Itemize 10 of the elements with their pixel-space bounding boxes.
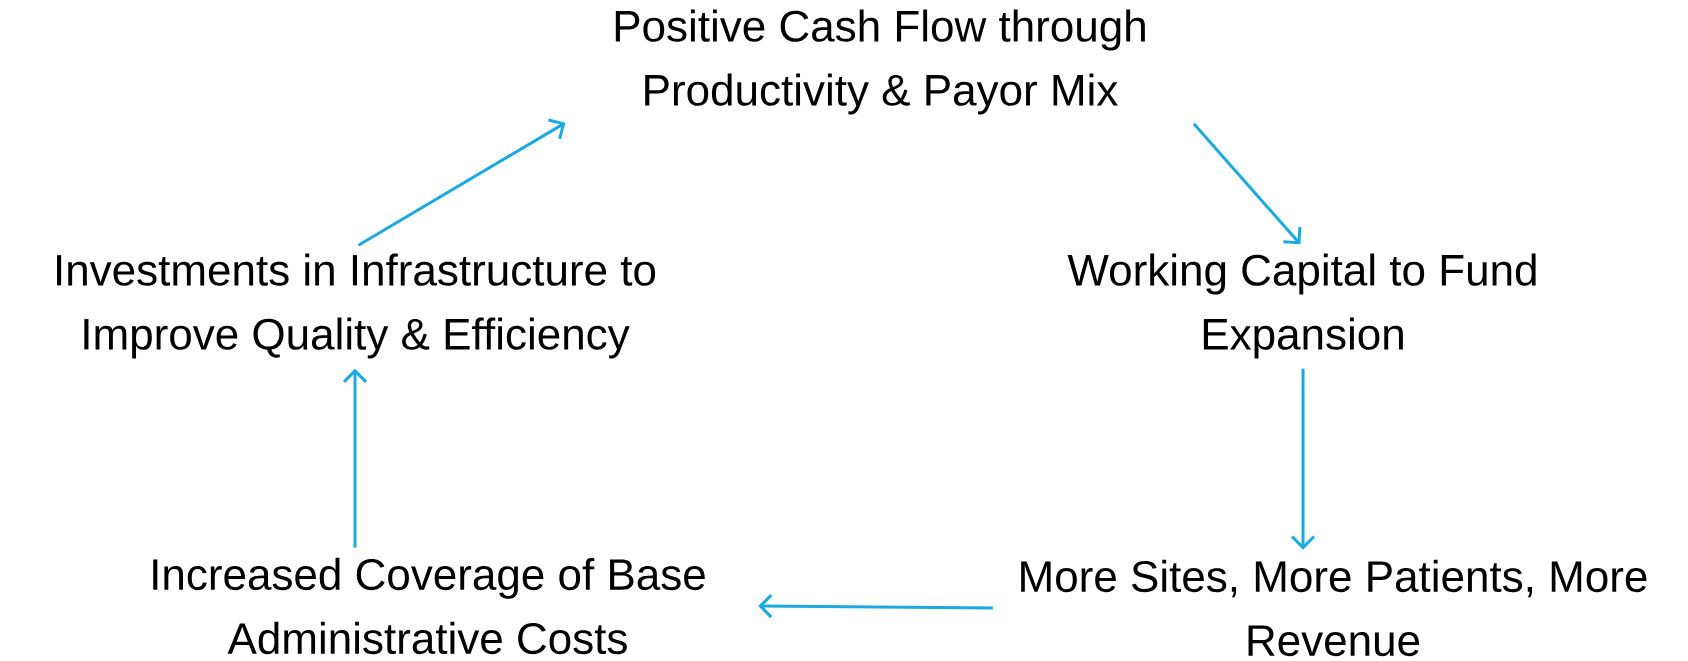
node-text: Positive Cash Flow through Productivity & Payor Mix	[615, 9, 1145, 115]
arrow	[357, 118, 566, 247]
node-text: Increased Coverage of Base Administrative Costs	[153, 557, 705, 655]
arrow	[1192, 122, 1302, 245]
arrow	[758, 594, 993, 619]
arrow	[1290, 368, 1316, 550]
node-text: Investments in Infrastructure to Improve Quality & Efficiency	[57, 253, 656, 359]
node-text: More Sites, More Patients, More Revenue	[1021, 559, 1647, 657]
node-text: Working Capital to Fund Expansion	[1067, 253, 1536, 359]
arrow	[342, 368, 368, 548]
